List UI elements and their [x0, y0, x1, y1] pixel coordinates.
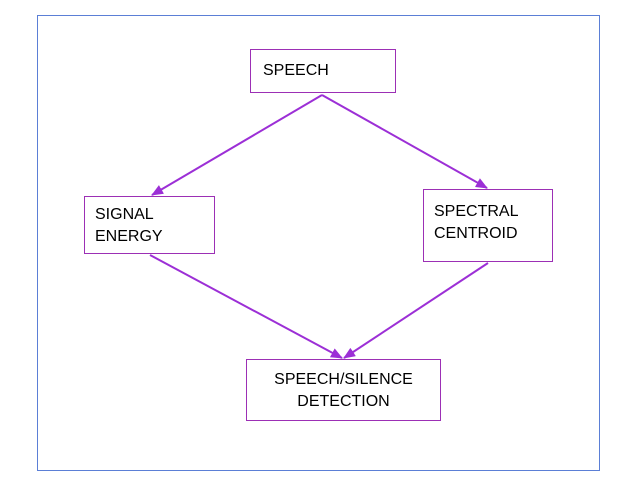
- node-speech-silence-detection: SPEECH/SILENCE DETECTION: [246, 359, 441, 421]
- node-spectral-centroid-label-line-1: SPECTRAL: [434, 203, 519, 220]
- node-spectral-centroid: SPECTRAL CENTROID: [423, 189, 553, 262]
- node-speech-label-line-1: SPEECH: [263, 62, 329, 79]
- node-detection-label-line-1: SPEECH/SILENCE: [274, 371, 413, 388]
- node-signal-energy-label-line-2: ENERGY: [95, 228, 163, 245]
- node-detection-label-line-2: DETECTION: [297, 393, 390, 410]
- node-spectral-centroid-label-line-2: CENTROID: [434, 225, 518, 242]
- diagram-frame: [37, 15, 600, 471]
- arrow-signal-energy-to-detection: [149, 254, 343, 359]
- node-signal-energy-label-line-1: SIGNAL: [95, 206, 154, 223]
- arrow-speech-to-signal-energy: [151, 94, 323, 196]
- node-signal-energy: SIGNAL ENERGY: [84, 196, 215, 254]
- arrow-speech-to-spectral-centroid: [321, 94, 488, 189]
- node-speech: SPEECH: [250, 49, 396, 93]
- arrow-spectral-centroid-to-detection: [343, 262, 489, 359]
